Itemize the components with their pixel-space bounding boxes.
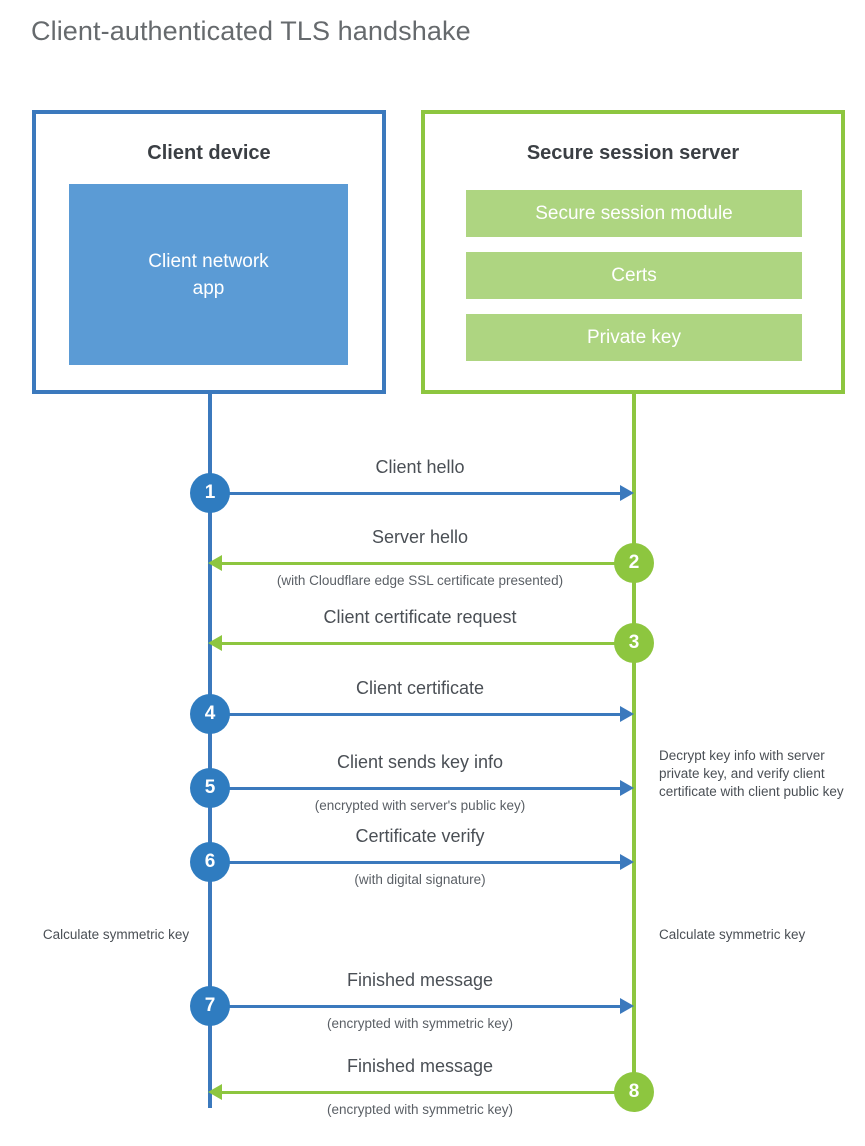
step-7-arrowhead-icon [620,998,634,1014]
step-2-arrow [216,562,634,565]
step-7-number: 7 [190,986,230,1026]
step-8-number: 8 [614,1072,654,1112]
client-device-box: Client device Client network app [32,110,386,394]
step-8-arrowhead-icon [208,1084,222,1100]
secure-session-server-box: Secure session server Secure session mod… [421,110,845,394]
step-6-arrow [210,861,626,864]
step-5-sublabel: (encrypted with server's public key) [314,798,526,813]
step-5-number: 5 [190,768,230,808]
client-network-app-box: Client network app [69,184,348,365]
step-3-arrowhead-icon [208,635,222,651]
step-8-sublabel: (encrypted with symmetric key) [326,1102,514,1117]
client-lifeline [208,394,212,1108]
annotation-server-calculate-symmetric-key: Calculate symmetric key [659,927,806,942]
step-1-number: 1 [190,473,230,513]
step-5-arrow [210,787,626,790]
step-7-sublabel: (encrypted with symmetric key) [326,1016,514,1031]
step-6-label: Certificate verify [355,826,485,846]
step-7-label: Finished message [346,970,494,990]
step-1-arrow [210,492,626,495]
step-2-sublabel: (with Cloudflare edge SSL certificate pr… [276,573,564,588]
step-4-label: Client certificate [355,678,485,698]
step-4-arrow [210,713,626,716]
step-5-label: Client sends key info [336,752,504,772]
step-1-label: Client hello [375,457,465,477]
annotation-server-decrypt: Decrypt key info with server private key… [659,748,844,799]
step-6-arrowhead-icon [620,854,634,870]
server-component-certs: Certs [466,252,802,299]
server-component-private-key: Private key [466,314,802,361]
page-title: Client-authenticated TLS handshake [31,16,471,46]
step-3-number: 3 [614,623,654,663]
server-lifeline [632,394,636,1092]
annotation-client-calculate-symmetric-key: Calculate symmetric key [42,927,190,942]
client-network-app-label: Client network app [148,250,269,299]
step-6-sublabel: (with digital signature) [354,872,486,887]
step-6-number: 6 [190,842,230,882]
step-3-label: Client certificate request [323,607,517,627]
step-2-label: Server hello [371,527,469,547]
step-2-arrowhead-icon [208,555,222,571]
step-7-arrow [210,1005,626,1008]
server-component-secure-session-module: Secure session module [466,190,802,237]
step-1-arrowhead-icon [620,485,634,501]
secure-session-server-title: Secure session server [526,142,740,164]
step-4-number: 4 [190,694,230,734]
step-8-label: Finished message [346,1056,494,1076]
step-4-arrowhead-icon [620,706,634,722]
step-8-arrow [216,1091,634,1094]
step-2-number: 2 [614,543,654,583]
step-5-arrowhead-icon [620,780,634,796]
step-3-arrow [216,642,634,645]
client-device-title: Client device [147,142,271,164]
